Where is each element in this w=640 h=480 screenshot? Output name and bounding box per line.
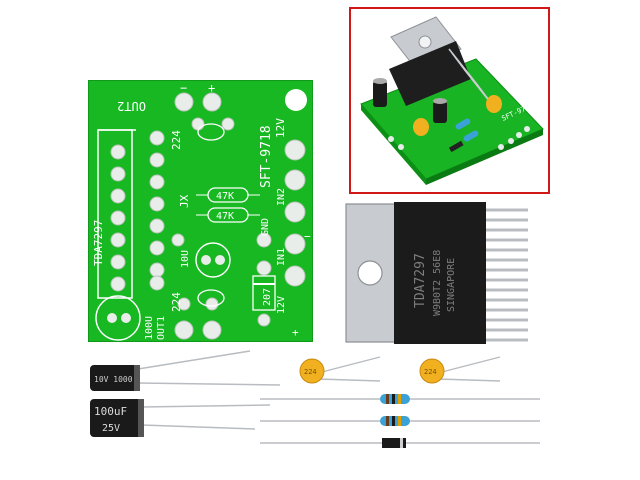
ic-line3: SINGAPORE [446, 258, 457, 312]
assembled-board-illustration: SFT-9718 [360, 16, 544, 185]
resistor-1 [260, 394, 540, 404]
electrolytic-large-voltage: 25V [102, 423, 120, 434]
voltage-label: 12V [274, 118, 287, 138]
out2-label: OUT2 [117, 99, 146, 113]
cap-224-top-label: 224 [170, 130, 183, 150]
electrolytic-capacitor-small: 10V 1000 [90, 350, 281, 391]
cap-10u-label: 10U [180, 250, 191, 268]
ic-footprint-pads [110, 130, 165, 292]
minus-bottom-label: − [304, 230, 311, 243]
ic-label: TDA7297 [92, 220, 105, 266]
mounting-hole-icon [357, 260, 383, 286]
r1-label: 47K [216, 191, 234, 202]
jx-label: JX [178, 194, 191, 208]
out1-label: OUT1 [156, 316, 167, 340]
ic-line2: W9B0T2 56E8 [432, 250, 443, 316]
r2-label: 47K [216, 211, 234, 222]
plus-label: + [208, 81, 215, 95]
inset-photo-frame: SFT-9718 [349, 7, 550, 194]
voltage-label-bottom: 12V [276, 296, 287, 314]
resistor-2 [260, 416, 540, 426]
electrolytic-small-label: 10V 1000 [94, 375, 133, 384]
minus-label: − [180, 81, 187, 95]
electrolytic-capacitor-large: 100uF 25V [90, 399, 271, 437]
diode [260, 438, 540, 448]
plus-bottom-label: + [292, 326, 299, 339]
model-label: SFT-9718 [259, 125, 274, 188]
cap-224-bottom-label: 224 [170, 292, 183, 312]
gnd-label: GND [260, 218, 271, 236]
ceramic-capacitor-left: 224 [299, 356, 381, 384]
diode-label: 207 [262, 288, 273, 306]
ceramic-left-label: 224 [304, 368, 317, 376]
ic-legs [486, 208, 528, 342]
in2-label: IN2 [276, 188, 287, 206]
ic-line1: TDA7297 [413, 253, 428, 308]
mounting-hole-icon [285, 89, 307, 111]
electrolytic-large-label: 100uF [94, 405, 127, 418]
ceramic-right-label: 224 [424, 368, 437, 376]
terminal-pads [171, 92, 306, 340]
ceramic-capacitor-right: 224 [419, 356, 501, 384]
in1-label: IN1 [276, 248, 287, 266]
pcb-board: OUT2 − + 224 SFT-9718 12V TDA7297 JX 47K… [87, 79, 314, 343]
cap-100u-label: 100U [144, 316, 155, 340]
loose-components: 10V 1000 100uF 25V 224 224 [80, 345, 560, 475]
tda7297-chip: TDA7297 W9B0T2 56E8 SINGAPORE [338, 198, 538, 348]
